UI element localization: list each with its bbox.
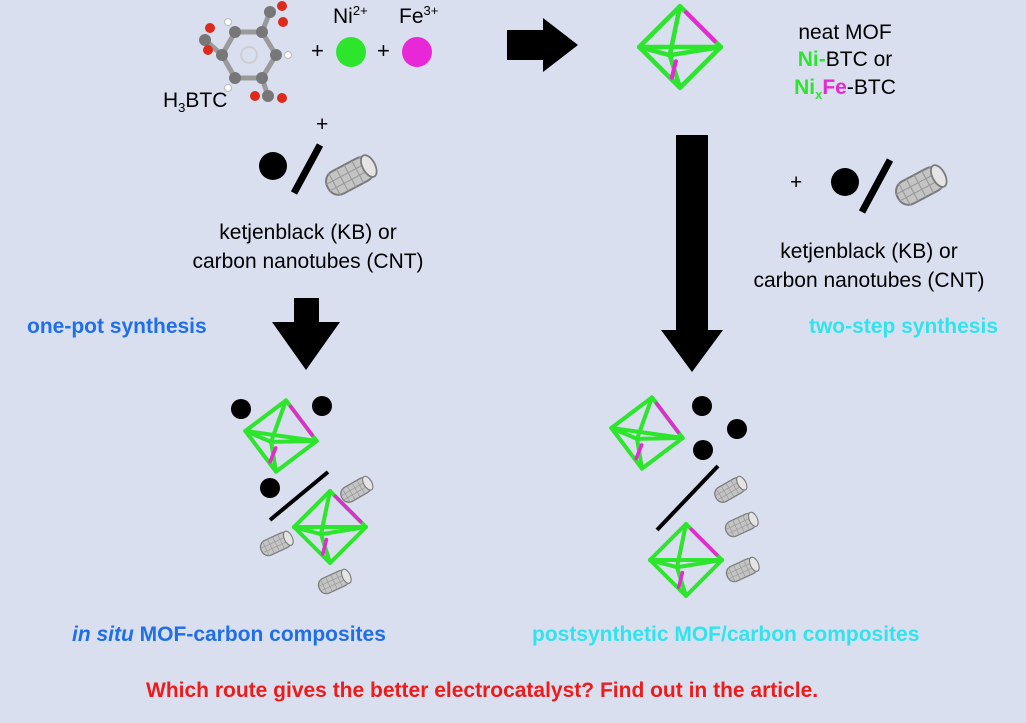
- nixfe-btc-label: NixFe-BTC: [794, 76, 896, 103]
- in-situ-composite-illustration: [231, 395, 376, 597]
- carbon-source-label: carbon nanotubes (CNT): [192, 250, 424, 273]
- plus-sign: +: [316, 113, 329, 136]
- ni-ion-icon: [336, 37, 366, 67]
- arrow-icon: [661, 135, 723, 372]
- postsynthetic-composites-label: postsynthetic MOF/carbon composites: [532, 623, 920, 646]
- divider-slash: [290, 143, 324, 195]
- fe-ion-label: Fe3+: [399, 3, 439, 28]
- one-pot-route-label: one-pot synthesis: [27, 315, 207, 338]
- carbon-nanotube-icon: [321, 151, 382, 200]
- right-carbon-icons: [831, 158, 952, 214]
- h3btc-molecule-icon: [199, 1, 292, 103]
- ketjenblack-sphere-icon: [259, 152, 287, 180]
- postsynthetic-composite-illustration: [606, 392, 762, 596]
- carbon-source-label: ketjenblack (KB) or: [219, 221, 397, 244]
- h3btc-label: H3BTC: [163, 89, 228, 116]
- two-step-route-label: two-step synthesis: [808, 315, 998, 338]
- in-situ-composites-label: in situ MOF-carbon composites: [72, 623, 386, 646]
- carbon-nanotube-icon: [891, 161, 952, 210]
- arrow-icon: [507, 18, 578, 72]
- ni-ion-label: Ni2+: [333, 3, 368, 28]
- plus-sign: +: [790, 171, 803, 194]
- plus-sign: +: [377, 38, 390, 63]
- left-carbon-icons: [259, 143, 382, 200]
- ketjenblack-sphere-icon: [831, 168, 859, 196]
- neat-mof-label: neat MOF: [798, 21, 892, 44]
- arrow-icon: [272, 298, 340, 370]
- fe-ion-icon: [402, 37, 432, 67]
- article-question: Which route gives the better electrocata…: [146, 679, 819, 702]
- carbon-source-label: ketjenblack (KB) or: [780, 240, 958, 263]
- divider-slash: [858, 158, 894, 214]
- octahedron-icon: [639, 6, 721, 88]
- plus-sign: +: [311, 38, 324, 63]
- ni-btc-label: Ni-BTC or: [797, 48, 893, 71]
- carbon-source-label: carbon nanotubes (CNT): [753, 269, 985, 292]
